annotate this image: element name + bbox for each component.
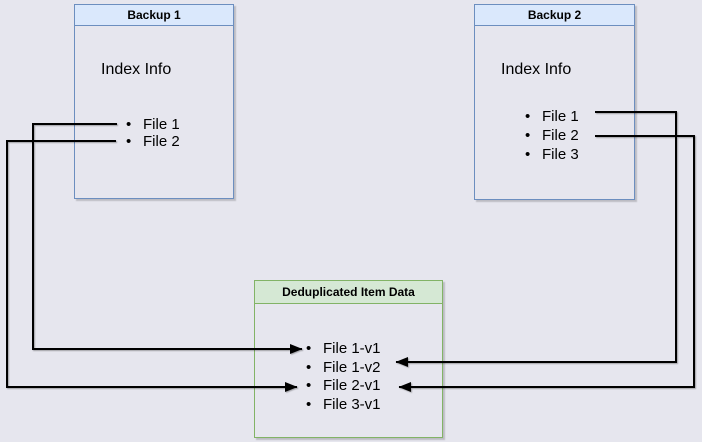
dedup-item-file1v1: File 1-v1	[306, 340, 381, 359]
backup1-file-2: File 2	[126, 133, 180, 150]
backup1-box: Backup 1 Index Info File 1 File 2	[74, 4, 234, 199]
dedup-item-file3v1: File 3-v1	[306, 396, 381, 415]
backup2-file-2: File 2	[525, 126, 579, 145]
dedup-item-file1v2: File 1-v2	[306, 359, 381, 378]
backup1-title: Backup 1	[127, 8, 181, 22]
backup1-index-info-label: Index Info	[101, 61, 172, 78]
backup2-file-list: File 1 File 2 File 3	[525, 107, 579, 164]
dedup-box: Deduplicated Item Data File 1-v1 File 1-…	[254, 280, 443, 438]
backup1-file-1: File 1	[126, 116, 180, 133]
dedup-item-file2v1: File 2-v1	[306, 377, 381, 396]
backup1-header: Backup 1	[75, 5, 233, 26]
backup2-header: Backup 2	[475, 5, 634, 26]
backup2-file-1: File 1	[525, 107, 579, 126]
dedup-header: Deduplicated Item Data	[255, 281, 442, 304]
dedup-item-list: File 1-v1 File 1-v2 File 2-v1 File 3-v1	[306, 340, 381, 414]
backup2-title: Backup 2	[527, 8, 582, 22]
backup1-file-list: File 1 File 2	[126, 116, 180, 150]
backup2-box: Backup 2 Index Info File 1 File 2 File 3	[474, 4, 635, 200]
backup2-index-info-label: Index Info	[501, 61, 572, 78]
dedup-title: Deduplicated Item Data	[282, 285, 415, 299]
backup2-file-3: File 3	[525, 145, 579, 164]
